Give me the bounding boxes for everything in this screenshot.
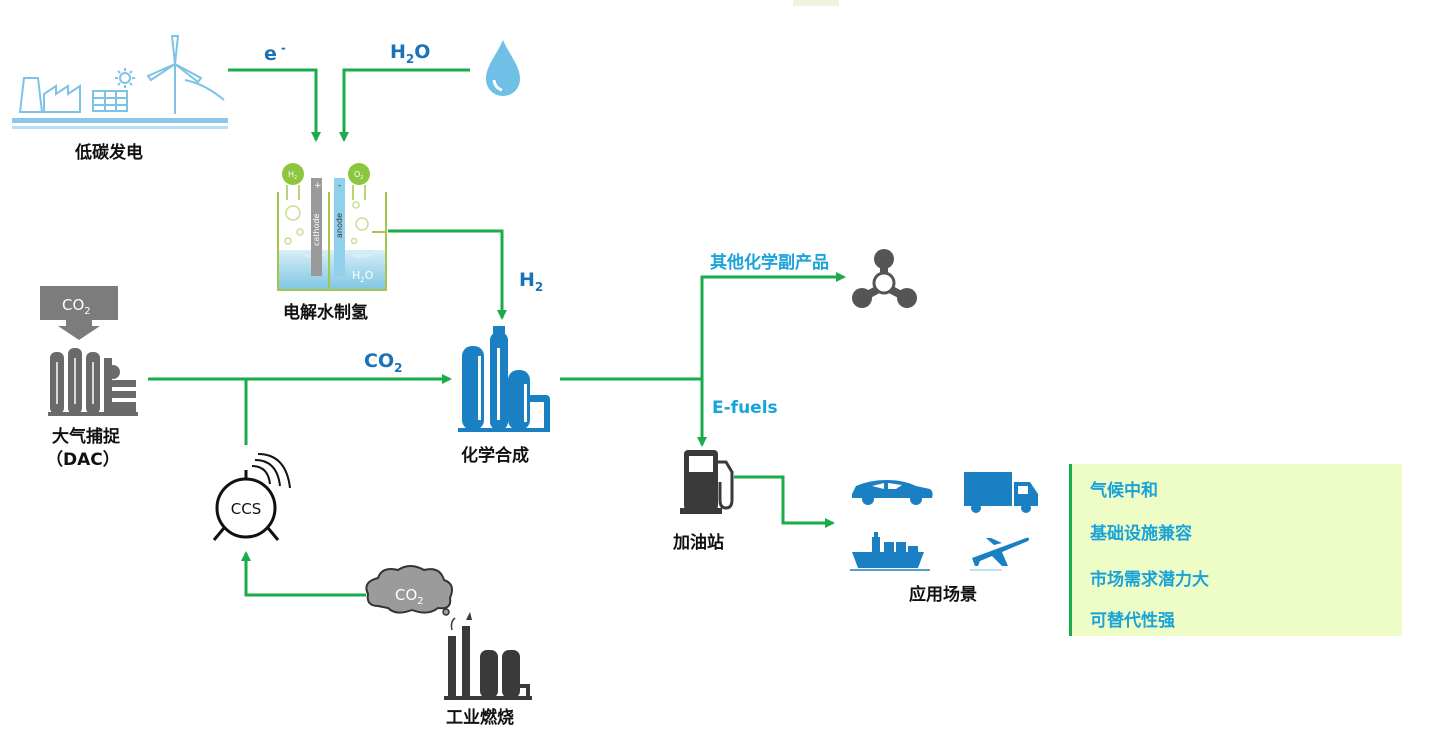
o2-bubble-label: O2 [354, 170, 363, 181]
co2-input-box [40, 286, 118, 340]
arrow-hydrogen [388, 229, 507, 320]
co2-box-label: CO2 [62, 296, 91, 317]
ship-icon [850, 532, 930, 571]
co2-flow-label: CO2 [364, 350, 402, 375]
tank-water-label: H2O [352, 269, 374, 284]
byproducts-label: 其他化学副产品 [710, 253, 829, 273]
arrow-electricity [228, 68, 321, 142]
benefit-item: 市场需求潜力大 [1090, 570, 1209, 590]
benefit-item: 基础设施兼容 [1090, 524, 1192, 544]
top-decoration [793, 0, 839, 6]
dac-label-line2: （DAC） [46, 450, 120, 470]
ccs-icon [212, 453, 291, 541]
h2-bubble-label: H2 [288, 170, 297, 181]
co2-cloud-icon [365, 565, 453, 616]
molecule-icon [852, 249, 917, 308]
low-carbon-power-label: 低碳发电 [75, 143, 143, 163]
anode-label: anode [335, 213, 344, 238]
industrial-combustion-label: 工业燃烧 [446, 708, 514, 728]
electrolysis-label: 电解水制氢 [283, 303, 368, 323]
car-icon [852, 480, 933, 505]
dac-facility-icon [48, 348, 138, 416]
arrow-byproducts [700, 272, 846, 379]
truck-icon [964, 472, 1038, 513]
flow-arrows [148, 68, 846, 597]
arrow-applications [734, 475, 835, 528]
electrolysis-tank-icon [277, 163, 387, 291]
ccs-label: CCS [231, 500, 261, 518]
industrial-factory-icon [444, 612, 532, 700]
co2-cloud-label: CO2 [395, 586, 424, 607]
gas-pump-icon [680, 450, 734, 514]
power-generation-icon [12, 35, 228, 129]
cathode-plus-sign: + [314, 181, 322, 191]
electron-label: e- [264, 41, 286, 65]
arrow-industry-to-ccs [241, 551, 366, 597]
hydrogen-label: H2 [519, 269, 543, 294]
efuels-label: E-fuels [712, 398, 778, 418]
plane-icon [970, 537, 1030, 571]
benefits-panel [1070, 464, 1402, 636]
arrow-water [339, 68, 470, 142]
dac-label-line1: 大气捕捉 [52, 427, 120, 447]
benefit-item: 气候中和 [1090, 481, 1158, 501]
water-label: H2O [390, 41, 430, 66]
benefits-panel-border [1069, 464, 1072, 636]
gas-station-label: 加油站 [673, 533, 724, 553]
anode-minus-sign: - [338, 181, 341, 191]
applications-label: 应用场景 [909, 585, 977, 605]
water-drop-icon [486, 40, 520, 96]
chemical-synthesis-label: 化学合成 [461, 446, 529, 466]
benefit-item: 可替代性强 [1090, 611, 1175, 631]
chemical-plant-icon [458, 326, 550, 432]
cathode-label: cathode [312, 214, 321, 246]
